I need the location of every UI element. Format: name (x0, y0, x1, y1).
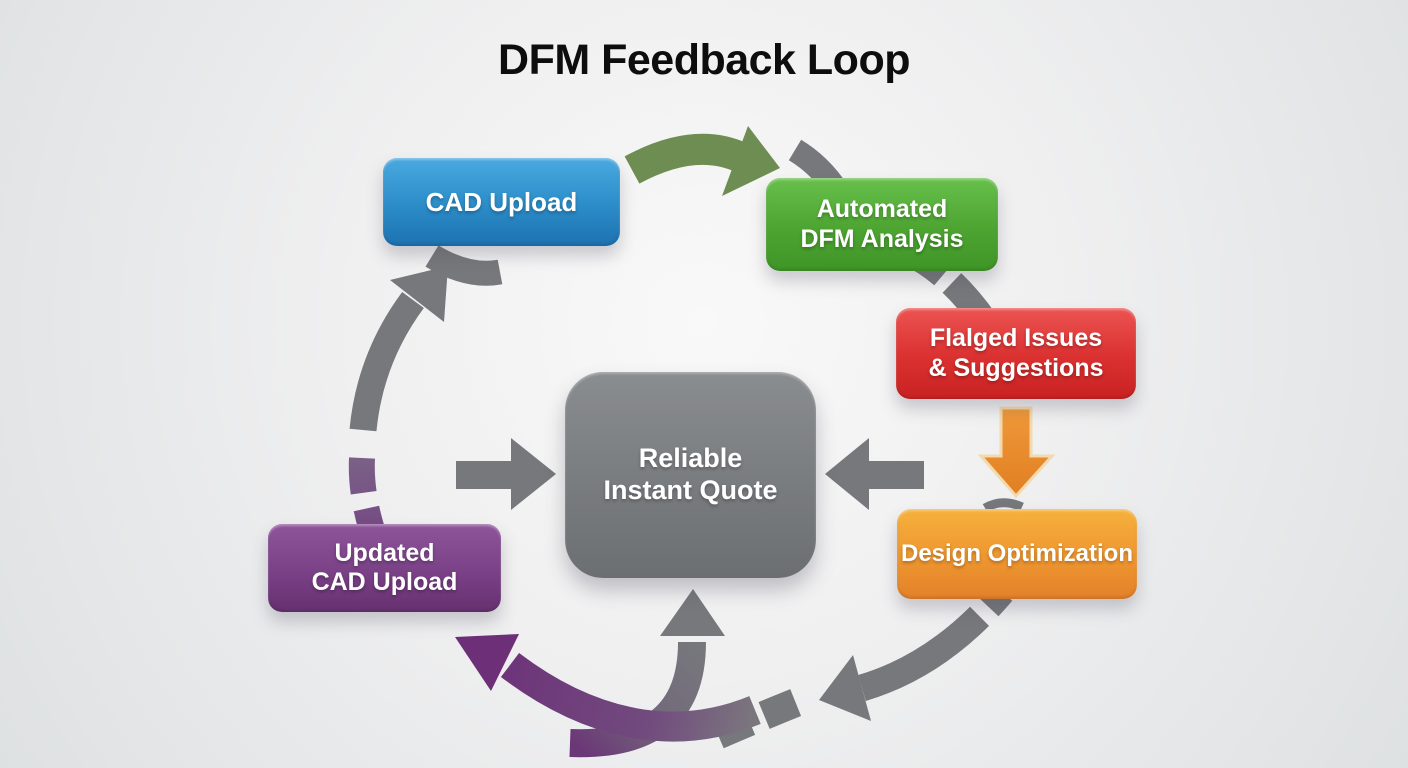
green-arrow-shaft (624, 133, 749, 184)
arc-behind-cad-upload (425, 245, 503, 286)
green-arrowhead-icon (722, 126, 780, 196)
up-arrowhead-icon (660, 589, 725, 636)
node-label: CAD Upload (425, 186, 578, 217)
node-reliable-instant-quote: Reliable Instant Quote (565, 372, 816, 578)
node-flagged-issues: Flalged Issues & Suggestions (896, 308, 1136, 399)
right-to-center-arrow-icon (825, 438, 924, 510)
node-label: Automated (816, 195, 948, 223)
arc-optimization-to-bottom (858, 583, 1013, 701)
node-label: Instant Quote (603, 475, 778, 505)
orange-down-arrow-icon (977, 406, 1056, 499)
purple-arrowhead-icon (455, 634, 519, 691)
node-updated-cad-upload: Updated CAD Upload (268, 524, 501, 612)
node-label: Design Optimization (900, 539, 1133, 567)
node-label: & Suggestions (928, 353, 1104, 382)
node-design-optimization: Design Optimization (897, 509, 1137, 599)
node-label: Flalged Issues (929, 324, 1103, 352)
node-cad-upload: CAD Upload (383, 158, 620, 246)
left-to-center-arrow-icon (456, 438, 556, 510)
page-title: DFM Feedback Loop (498, 36, 910, 84)
node-label: Updated (334, 538, 435, 567)
node-label: CAD Upload (311, 568, 458, 596)
left-arc-arrow-shaft (349, 291, 424, 432)
node-label: Reliable (638, 443, 743, 474)
node-label: DFM Analysis (800, 224, 964, 253)
arc-behind-design-optimization (982, 498, 1024, 512)
node-automated-dfm-analysis: Automated DFM Analysis (766, 178, 998, 271)
purple-arrow-shaft (500, 653, 761, 742)
left-arc-arrowhead-icon (390, 266, 448, 322)
bottom-arc-arrowhead-icon (819, 655, 871, 721)
